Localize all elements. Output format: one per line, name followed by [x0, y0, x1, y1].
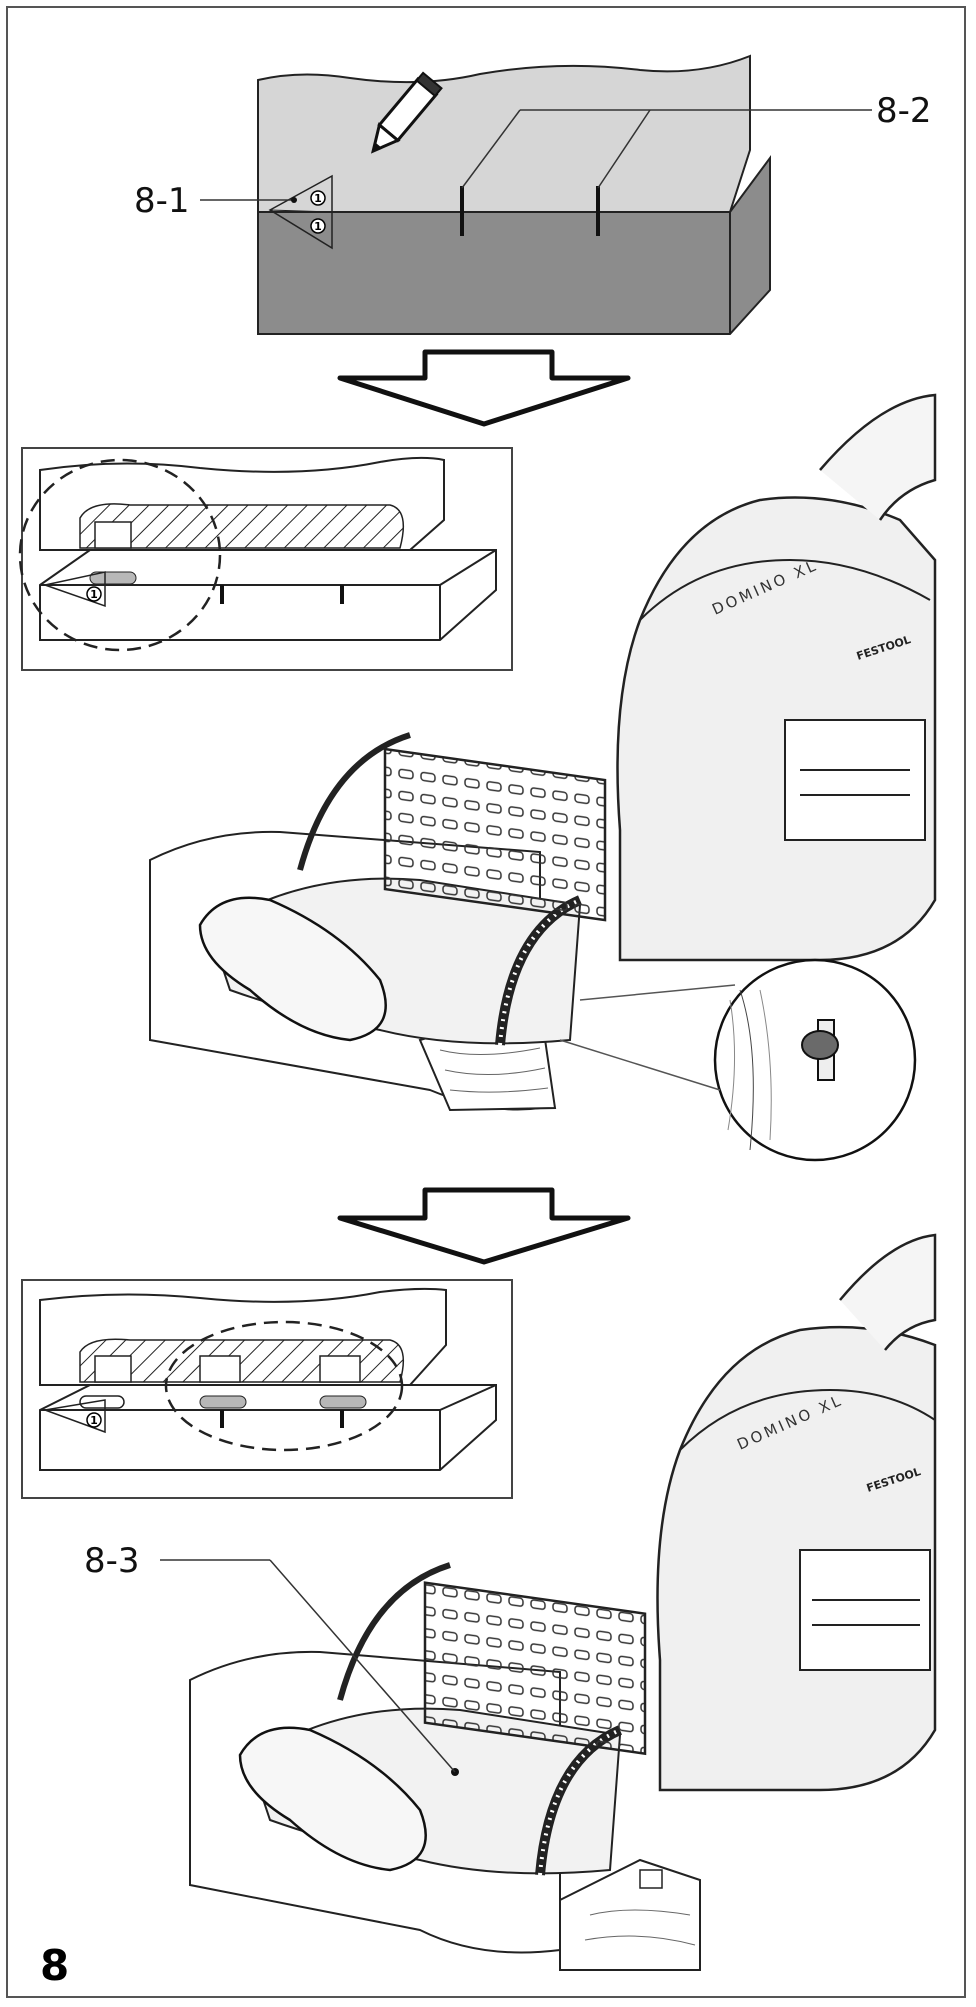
- reference-number-top: 1: [314, 192, 322, 205]
- domino-joiner-machine-1: DOMINO XL FESTOOL: [149, 393, 937, 1162]
- label-8-1: 8-1: [134, 181, 190, 221]
- workpiece-blocks: [257, 54, 771, 335]
- reference-triangle-mark: 1 1: [268, 174, 333, 250]
- inset-panel-first-mortise: 1: [18, 447, 513, 671]
- label-8-3: 8-3: [84, 1541, 140, 1581]
- domino-joiner-machine-2: DOMINO XL FESTOOL: [189, 1233, 937, 1971]
- figure-frame: [6, 6, 966, 1998]
- arrow-down-icon: [337, 1187, 631, 1265]
- callout-leader-8-3-diagonal: [269, 1559, 456, 1773]
- label-8-2: 8-2: [876, 91, 932, 131]
- reference-number-bottom: 1: [314, 220, 322, 233]
- inset-panel-further-mortises: 1: [21, 1279, 513, 1499]
- figure-number: 8: [40, 1941, 69, 1990]
- reference-number-inset2: 1: [90, 1414, 98, 1427]
- pencil-icon: [370, 71, 443, 154]
- arrow-down-icon: [337, 349, 631, 427]
- reference-number-inset1: 1: [90, 588, 98, 601]
- callout-leaders-top: [200, 109, 872, 203]
